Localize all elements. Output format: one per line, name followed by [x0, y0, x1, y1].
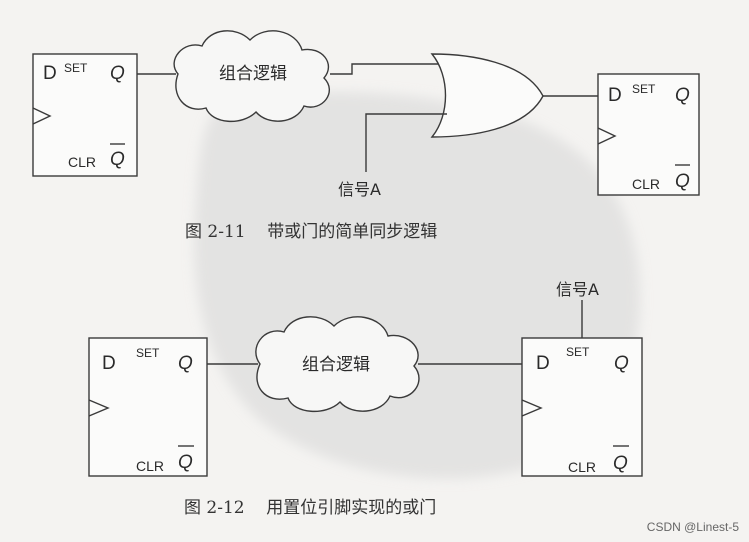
- combinational-logic-cloud: 组合逻辑: [255, 316, 420, 413]
- pin-set: SET: [632, 82, 656, 96]
- pin-set: SET: [566, 345, 590, 359]
- pin-clr: CLR: [68, 154, 96, 170]
- pin-d: D: [608, 85, 622, 106]
- pin-clr: CLR: [136, 458, 164, 474]
- pin-d: D: [43, 63, 57, 84]
- pin-q: Q: [110, 63, 125, 84]
- pin-qbar: Q: [178, 452, 193, 473]
- flip-flop-right: D SET Q CLR Q: [521, 337, 643, 477]
- pin-q: Q: [675, 85, 690, 106]
- flip-flop-right: D SET Q CLR Q: [597, 73, 700, 196]
- pin-qbar: Q: [613, 453, 628, 474]
- flip-flop-left: D SET Q CLR Q: [32, 53, 138, 177]
- or-gate: [430, 53, 544, 138]
- signal-a-label: 信号A: [338, 180, 381, 199]
- pin-set: SET: [136, 346, 160, 360]
- pin-q: Q: [614, 353, 629, 374]
- figure-caption: 图 2-12 用置位引脚实现的或门: [184, 498, 436, 518]
- pin-d: D: [102, 353, 116, 374]
- pin-q: Q: [178, 353, 193, 374]
- pin-qbar: Q: [110, 149, 125, 170]
- pin-d: D: [536, 353, 550, 374]
- cloud-label: 组合逻辑: [302, 355, 370, 375]
- cloud-label: 组合逻辑: [219, 64, 287, 84]
- figure-caption: 图 2-11 带或门的简单同步逻辑: [185, 222, 437, 242]
- pin-qbar: Q: [675, 171, 690, 192]
- pin-clr: CLR: [568, 459, 596, 475]
- pin-clr: CLR: [632, 176, 660, 192]
- figure-2-11: D SET Q CLR Q 组合逻辑 信号A D SET Q C: [32, 30, 700, 242]
- pin-set: SET: [64, 61, 88, 75]
- signal-a-label: 信号A: [556, 280, 599, 299]
- figure-2-12: D SET Q CLR Q 组合逻辑 D SET Q CLR Q 信号A: [88, 280, 643, 518]
- flip-flop-left: D SET Q CLR Q: [88, 337, 208, 477]
- watermark: CSDN @Linest-5: [646, 520, 739, 534]
- combinational-logic-cloud: 组合逻辑: [173, 30, 330, 123]
